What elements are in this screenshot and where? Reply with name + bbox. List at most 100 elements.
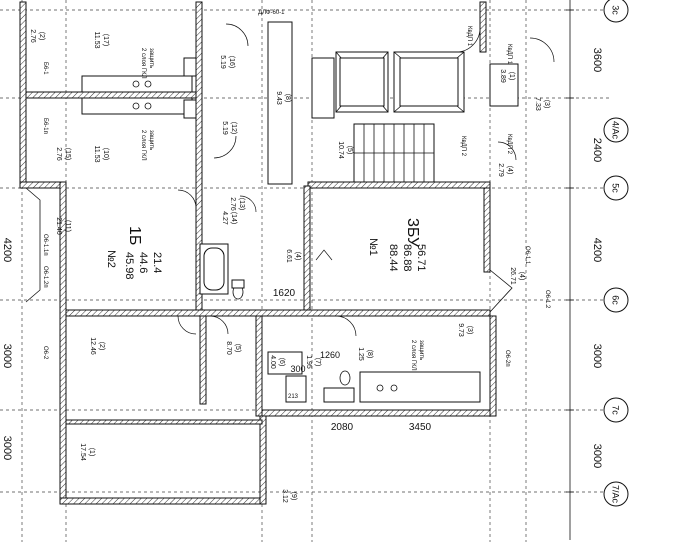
plan-notes: защить 2 слоя ГКЛ защить 2 слоя ГКЛ защи… xyxy=(42,10,550,400)
room-area: 7.33 xyxy=(534,97,541,111)
apartment-type: 3БУ xyxy=(404,218,421,248)
right-dimension-line xyxy=(566,0,574,540)
room-label: (4)26.71 xyxy=(509,267,525,285)
apartment-2-label: 1Б 21.4 44.6 45.98 №2 xyxy=(105,226,163,280)
note-window: О6-2 xyxy=(42,346,48,360)
room-area: 9.43 xyxy=(275,91,282,105)
axis-label: 6c xyxy=(611,295,621,305)
note-shaft: Б6-1п xyxy=(42,118,48,134)
room-number: (10) xyxy=(102,148,109,160)
room-number: (15) xyxy=(64,148,71,160)
room-number: (5) xyxy=(234,344,241,353)
room-area: 1.95 xyxy=(305,355,312,369)
room-number: (4) xyxy=(506,166,513,175)
room-number: (1) xyxy=(88,448,95,457)
left-dim-1: 4200 xyxy=(1,238,13,262)
room-area: 11.53 xyxy=(93,32,100,49)
room-area: 4.27 xyxy=(221,211,228,225)
room-area: 2.76 xyxy=(29,29,36,43)
note-inner: 213 xyxy=(288,394,299,400)
apartment-number: №2 xyxy=(105,250,117,268)
note-shaft: Б6-1 xyxy=(42,62,48,75)
room-area: 5.19 xyxy=(221,121,228,135)
room-number: (14) xyxy=(230,212,237,224)
room-label: (8)9.43 xyxy=(275,91,291,105)
note-protection: защить xyxy=(418,340,424,360)
right-dim-4: 3000 xyxy=(591,344,603,368)
room-area: 12.46 xyxy=(89,337,96,355)
room-number: (4) xyxy=(294,252,301,261)
inner-dim-1: 1620 xyxy=(273,288,296,299)
apartment-area-full: 45.98 xyxy=(123,252,135,280)
room-number: (11) xyxy=(64,220,71,232)
bathroom-fixtures xyxy=(199,243,355,403)
note-protection: защить xyxy=(148,130,154,150)
note-kvdp2: КвДП 2 xyxy=(460,136,466,157)
room-number: (2) xyxy=(38,32,45,41)
note-protection: защить xyxy=(148,48,154,68)
right-dim-2: 2400 xyxy=(591,138,603,162)
room-number: (3) xyxy=(543,100,550,109)
apartment-area-living: 21.4 xyxy=(151,252,163,273)
axis-bubble-7ac: 7/Ac xyxy=(603,481,629,507)
outer-walls xyxy=(19,1,497,505)
room-label: (13)2.76 xyxy=(229,197,245,211)
room-number: (3) xyxy=(466,326,473,335)
room-area: 6.61 xyxy=(285,249,292,263)
kitchen-equipment xyxy=(81,57,481,403)
right-dim-3: 4200 xyxy=(591,238,603,262)
room-label: (9)3.12 xyxy=(281,489,297,503)
room-number: (8) xyxy=(366,350,373,359)
room-number: (1) xyxy=(508,72,515,81)
room-label: (16)5.19 xyxy=(219,55,235,69)
room-number: (5) xyxy=(346,146,353,155)
apartment-type: 1Б xyxy=(126,226,143,245)
horizontal-dimensions: 2080 3450 1620 300 1260 xyxy=(273,288,432,433)
room-label: (5)10.74 xyxy=(337,141,353,159)
room-label: (11)21.40 xyxy=(55,217,71,235)
room-label: (10)11.53 xyxy=(93,146,109,163)
apartment-area-full: 88.44 xyxy=(387,244,399,272)
axis-label: 5c xyxy=(611,183,621,193)
note-window: О6-1.1п xyxy=(42,234,48,256)
room-label: (3)7.33 xyxy=(534,97,550,111)
note-stove: 2 слоя ГКЛ xyxy=(140,48,146,79)
room-number: (16) xyxy=(228,56,235,68)
room-label: (6)4.00 xyxy=(269,355,285,369)
left-dimensions: 4200 3000 3000 xyxy=(1,238,13,460)
axis-bubble-3c: 3c xyxy=(603,0,629,23)
inner-dim-2: 300 xyxy=(290,364,305,374)
axis-label: 7/Ac xyxy=(611,485,621,504)
room-number: (6) xyxy=(278,358,285,367)
note-kvdp1: КвДП 1 xyxy=(466,26,472,47)
room-area: 4.00 xyxy=(269,355,276,369)
axis-bubble-5c: 5c xyxy=(603,175,629,201)
room-area: 2.76 xyxy=(55,147,62,161)
left-dim-3: 3000 xyxy=(1,436,13,460)
room-number: (8) xyxy=(284,94,291,103)
room-area: 10.74 xyxy=(337,141,344,159)
right-dim-1: 3600 xyxy=(591,48,603,72)
room-area: 3.12 xyxy=(281,489,288,503)
room-number: (12) xyxy=(230,122,237,134)
room-label: (17)11.53 xyxy=(93,32,109,49)
room-label: (5)8.70 xyxy=(225,341,241,355)
room-label: (4)6.61 xyxy=(285,249,301,263)
right-dim-5: 3000 xyxy=(591,444,603,468)
note-window: О6-1.2 xyxy=(544,290,550,309)
room-area: 8.70 xyxy=(225,341,232,355)
room-number: (9) xyxy=(290,492,297,501)
doors xyxy=(177,23,555,337)
axis-label: 4/Ac xyxy=(611,121,621,140)
room-label: (3)9.73 xyxy=(457,323,473,337)
room-area: 26.71 xyxy=(509,267,516,285)
apartment-number: №1 xyxy=(367,238,379,256)
axis-label: 3c xyxy=(611,5,621,15)
note-kvdp1: КвДП 1 xyxy=(506,44,512,65)
note-kvdp2: КвДП 2 xyxy=(506,134,512,155)
room-area: 21.40 xyxy=(55,217,62,235)
room-number: (2) xyxy=(98,342,105,351)
